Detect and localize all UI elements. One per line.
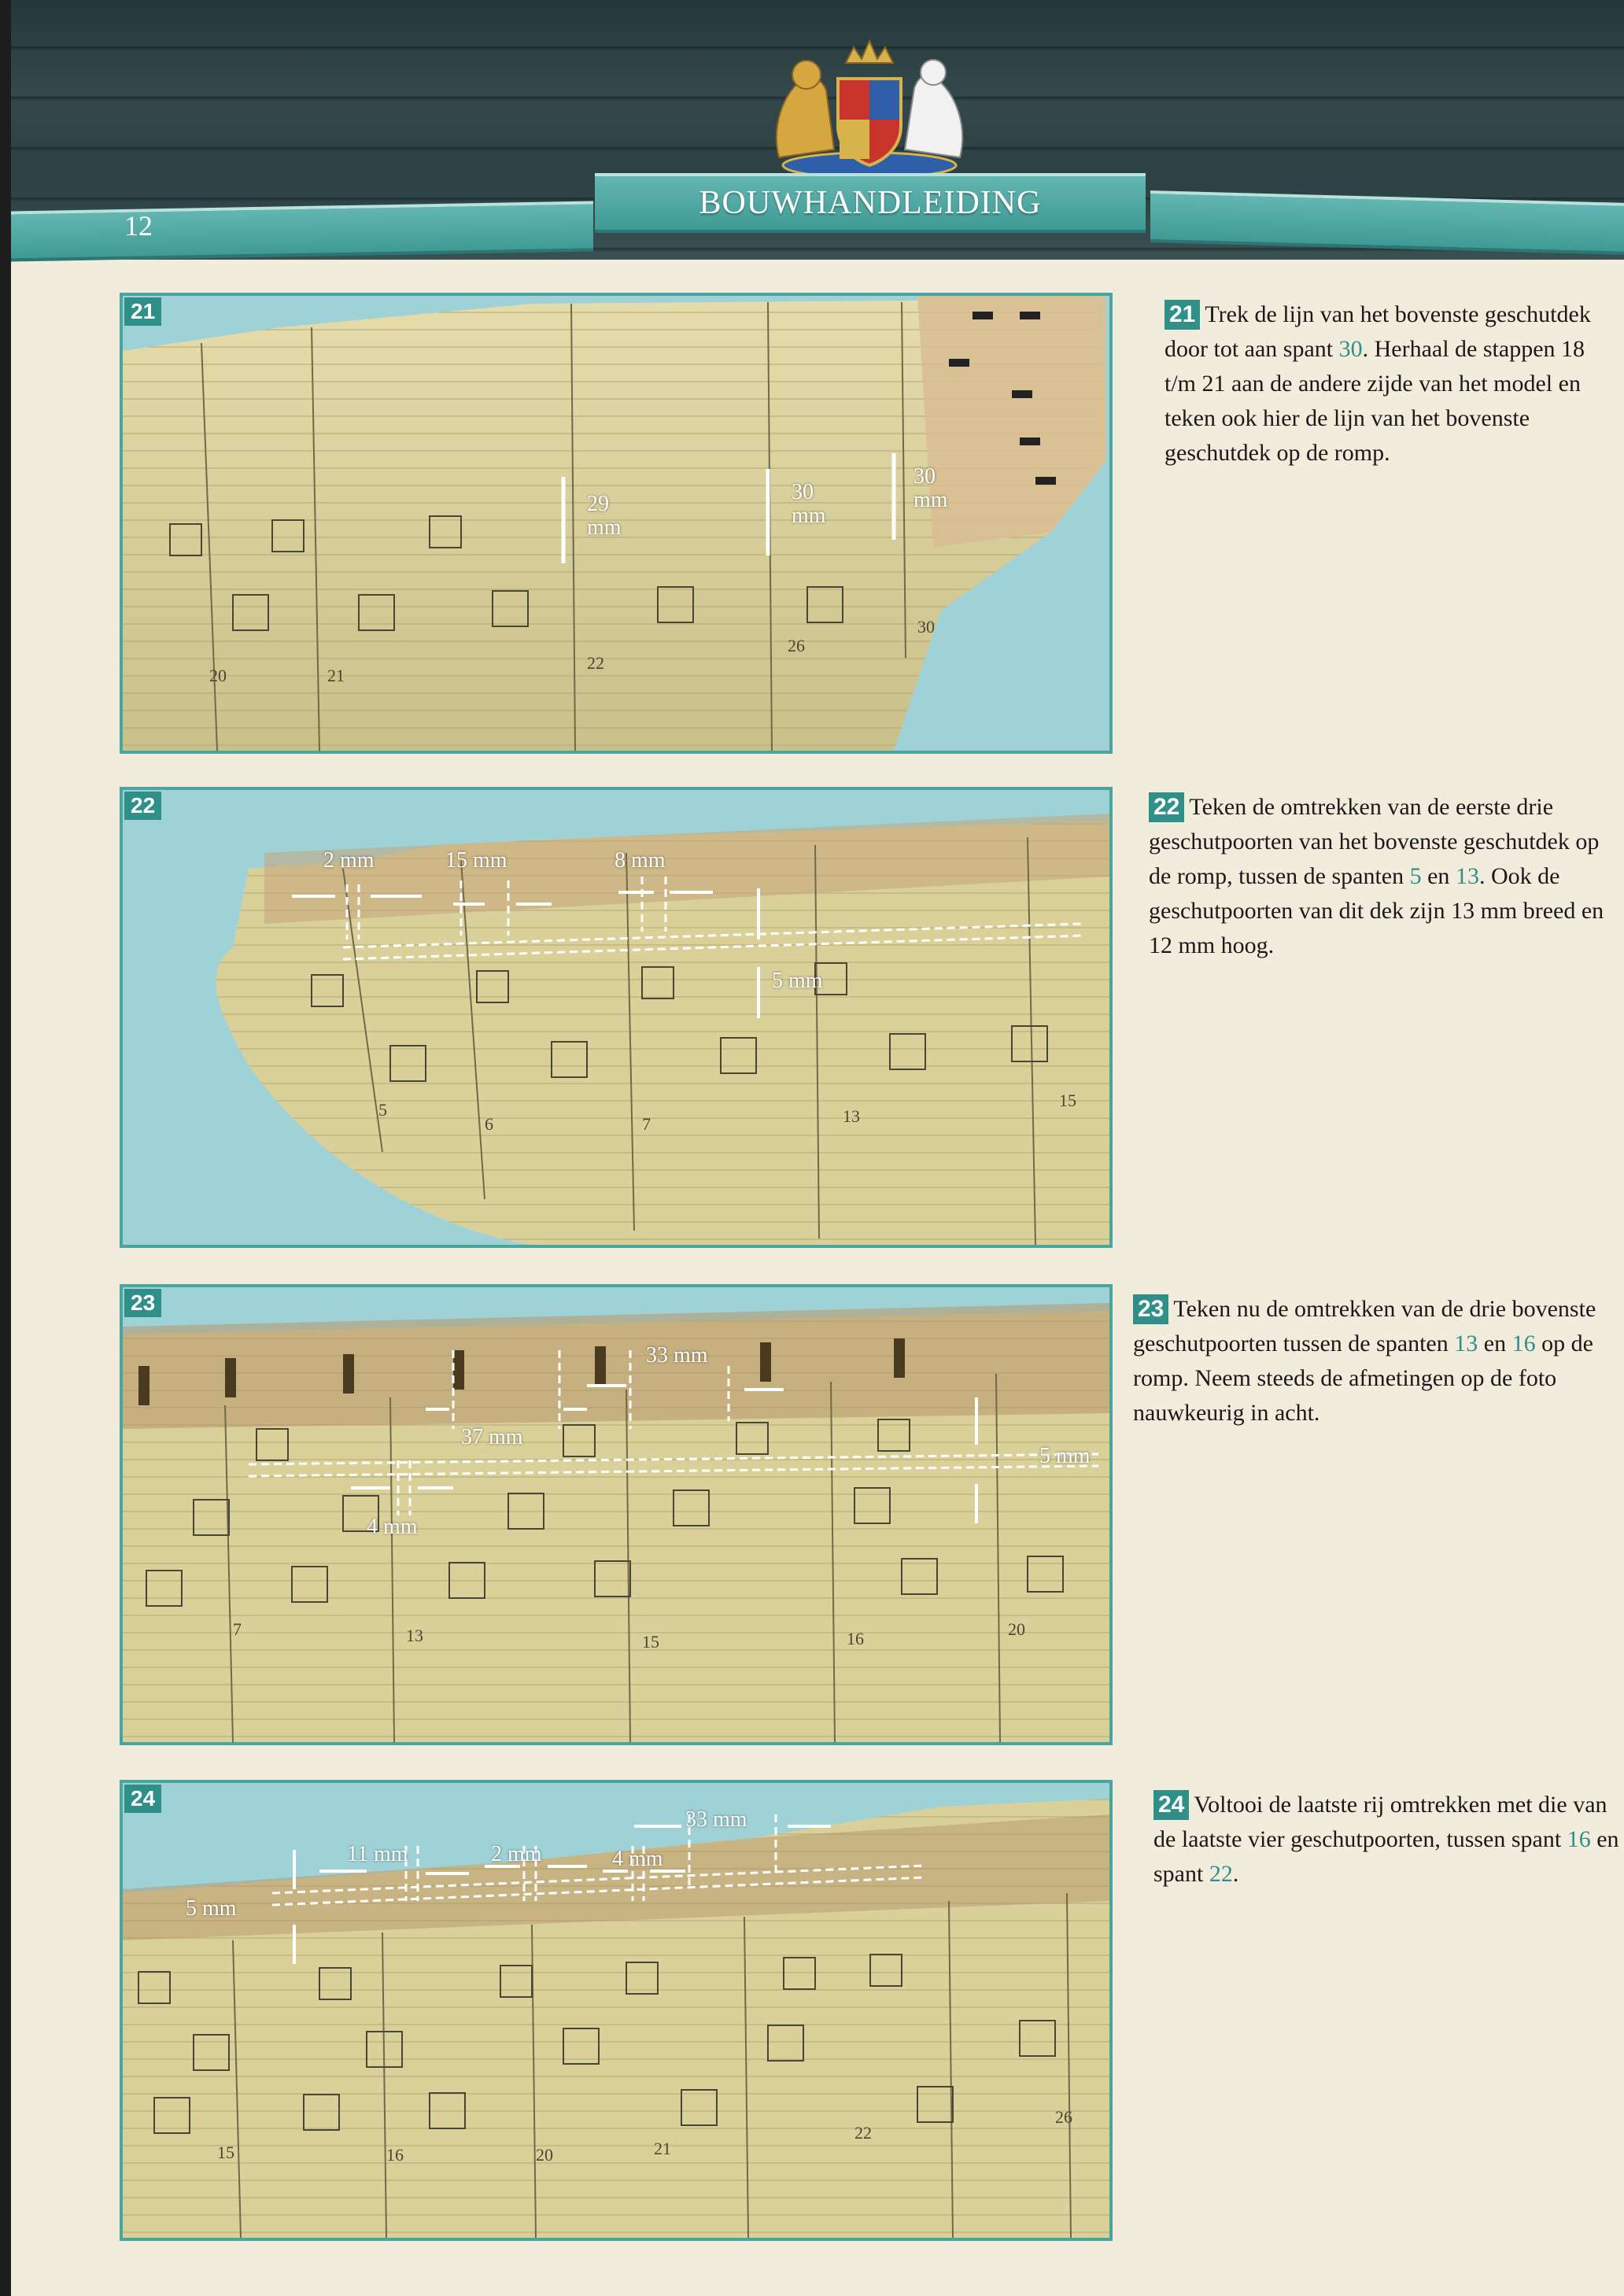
dimension-label: 5 mm — [772, 969, 823, 993]
frame-number: 5 — [378, 1100, 387, 1120]
frame-number: 21 — [654, 2139, 671, 2158]
step-24-badge: 24 — [124, 1785, 162, 1813]
step-22-photo: 22 2 mm 15 mm 8 mm 5 mm 5 6 7 13 15 — [120, 787, 1113, 1248]
page-title: BOUWHANDLEIDING — [699, 185, 1042, 221]
dimension-label: 4 mm — [612, 1847, 663, 1871]
frame-number: 13 — [843, 1106, 860, 1126]
frame-number: 13 — [406, 1626, 423, 1645]
frame-number: 7 — [233, 1619, 242, 1639]
dimension-label: 37 mm — [461, 1425, 523, 1449]
header-ribbon-left — [11, 201, 593, 262]
frame-number: 16 — [386, 2145, 404, 2165]
dimension-label: 33 mm — [685, 1807, 747, 1832]
step-24-number: 24 — [1153, 1790, 1190, 1820]
step-24-photo: 24 33 mm 11 mm 2 mm 4 mm 5 mm 15 16 20 2… — [120, 1780, 1113, 2241]
step-23-badge: 23 — [124, 1289, 162, 1317]
ship-hull-illustration — [123, 1303, 1109, 1742]
step-23-number: 23 — [1133, 1294, 1169, 1324]
dimension-label: 15 mm — [445, 848, 507, 873]
frame-number: 22 — [587, 653, 604, 673]
frame-number: 22 — [854, 2123, 872, 2143]
frame-number: 26 — [1055, 2107, 1072, 2127]
dimension-label: 5 mm — [186, 1896, 237, 1921]
page-number: 12 — [124, 210, 153, 242]
frame-number: 7 — [642, 1114, 651, 1134]
scan-edge — [0, 0, 11, 2296]
frame-number: 21 — [327, 666, 345, 685]
step-21-badge: 21 — [124, 297, 162, 326]
step-23-photo: 23 33 mm 37 mm 5 mm 4 mm 7 13 15 16 20 — [120, 1284, 1113, 1745]
step-21-number: 21 — [1164, 300, 1201, 330]
step-22-number: 22 — [1149, 792, 1185, 822]
frame-number: 15 — [642, 1632, 659, 1652]
frame-number: 26 — [788, 636, 805, 655]
frame-number: 15 — [217, 2143, 234, 2162]
ship-hull-illustration — [123, 296, 1106, 751]
frame-number: 30 — [917, 617, 935, 637]
dimension-label: 2 mm — [323, 848, 375, 873]
dimension-label: 2 mm — [491, 1842, 542, 1866]
dimension-label: 8 mm — [615, 848, 666, 873]
royal-coat-of-arms — [775, 39, 964, 179]
step-22-badge: 22 — [124, 792, 162, 820]
frame-number: 20 — [1008, 1619, 1025, 1639]
frame-number: 20 — [536, 2145, 553, 2165]
dimension-label: 5 mm — [1039, 1444, 1091, 1468]
ship-hull-illustration — [216, 814, 1109, 1245]
ship-hull-illustration — [123, 1799, 1109, 2238]
frame-number: 20 — [209, 666, 227, 685]
dimension-label: 11 mm — [347, 1842, 408, 1866]
frame-number: 16 — [847, 1629, 864, 1648]
header-ribbon-title: BOUWHANDLEIDING — [595, 173, 1146, 233]
frame-number: 15 — [1059, 1091, 1076, 1110]
frame-number: 6 — [485, 1114, 493, 1134]
dimension-label: 33 mm — [646, 1343, 708, 1368]
dimension-label: 4 mm — [367, 1515, 418, 1539]
